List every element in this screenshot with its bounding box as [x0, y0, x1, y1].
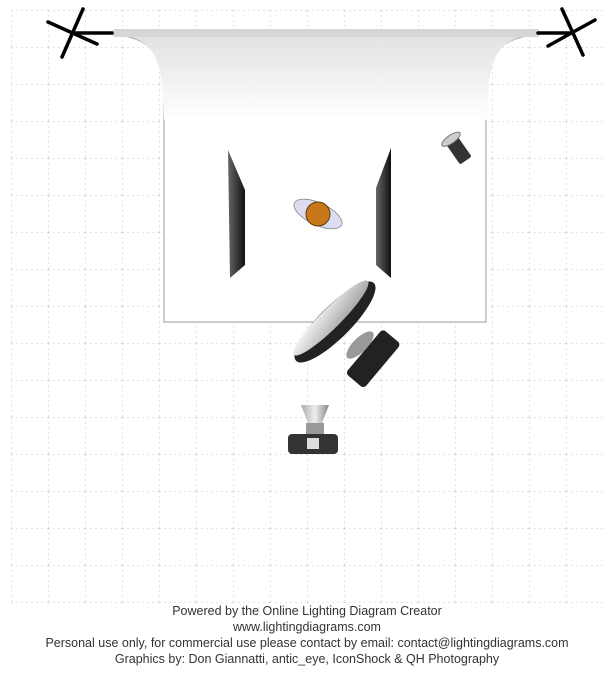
subject-person-icon	[293, 198, 343, 230]
right-stand-icon	[536, 7, 597, 57]
lighting-diagram-canvas	[11, 7, 603, 603]
left-stand-icon	[46, 7, 114, 59]
website-link[interactable]: www.lightingdiagrams.com	[233, 620, 381, 634]
right-flag-icon	[376, 148, 391, 278]
backdrop	[111, 29, 541, 323]
credits-text: Graphics by: Don Giannatti, antic_eye, I…	[114, 652, 500, 666]
left-flag-icon	[228, 150, 245, 278]
hair-light-icon	[441, 131, 471, 164]
license-text: Personal use only, for commercial use pl…	[45, 636, 569, 650]
camera-icon	[288, 405, 338, 454]
key-light-beauty-dish-icon	[293, 280, 400, 388]
powered-by-text: Powered by the Online Lighting Diagram C…	[172, 604, 442, 618]
